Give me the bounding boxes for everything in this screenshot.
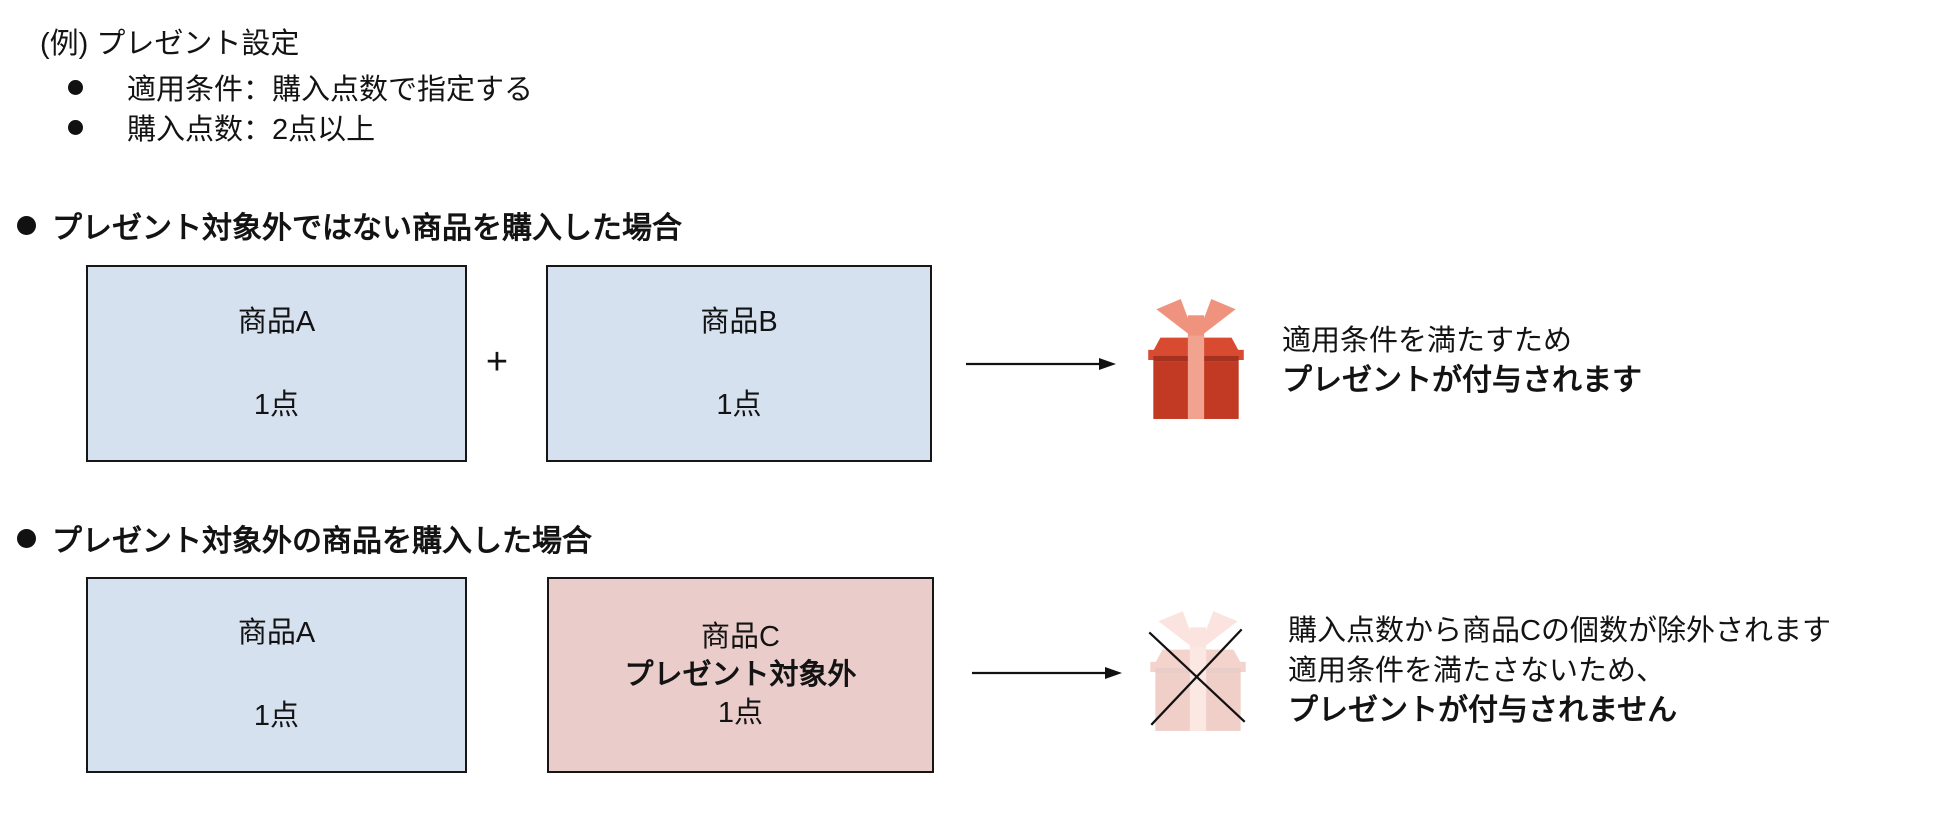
gift-crossed-icon [1148,611,1246,731]
result-line-emphasis: プレゼントが付与されません [1288,694,1678,727]
condition-bullet-row: 適用条件：購入点数で指定する [68,67,533,107]
quantity-bullet-row: 購入点数：2点以上 [68,107,375,147]
product-name: 商品B [700,305,778,338]
product-name: 商品A [237,305,316,338]
product-box-a: 商品A 1点 [86,265,467,462]
arrow-right-icon [966,358,1116,370]
product-box-b: 商品B 1点 [546,265,932,462]
result-text-excluded: 購入点数から商品Cの個数が除外されます 適用条件を満たさないため、 プレゼントが… [1288,611,1831,731]
product-name: 商品C [701,621,780,653]
product-qty: 1点 [253,388,300,421]
gift-icon [1148,299,1244,419]
product-name: 商品A [237,617,316,649]
product-box-c-excluded: 商品C プレゼント対象外 1点 [547,577,934,773]
arrow-right-icon [972,667,1122,679]
result-text-included: 適用条件を満たすため プレゼントが付与されます [1282,321,1642,401]
bullet-dot-icon [68,119,83,135]
heading-dot-icon [17,528,36,548]
condition-bullet-text: 適用条件：購入点数で指定する [127,74,534,106]
bullet-dot-icon [68,79,83,95]
section-heading-excluded: プレゼント対象外の商品を購入した場合 [17,517,592,559]
section-heading-excluded-text: プレゼント対象外の商品を購入した場合 [52,525,592,558]
section-heading-included: プレゼント対象外ではない商品を購入した場合 [17,204,682,246]
result-line: 購入点数から商品Cの個数が除外されます [1288,615,1831,647]
quantity-bullet-text: 購入点数：2点以上 [127,114,376,146]
section-heading-included-text: プレゼント対象外ではない商品を購入した場合 [52,212,682,245]
heading-dot-icon [17,215,36,235]
product-box-a: 商品A 1点 [86,577,467,773]
result-line-emphasis: プレゼントが付与されます [1282,364,1642,397]
example-title: (例) プレゼント設定 [40,28,300,60]
result-line: 適用条件を満たさないため、 [1288,655,1666,687]
excluded-note: プレゼント対象外 [624,659,857,691]
result-line: 適用条件を満たすため [1282,325,1573,357]
product-qty: 1点 [253,700,300,732]
product-qty: 1点 [716,388,762,421]
plus-operator: + [485,341,509,383]
product-qty: 1点 [717,697,764,729]
